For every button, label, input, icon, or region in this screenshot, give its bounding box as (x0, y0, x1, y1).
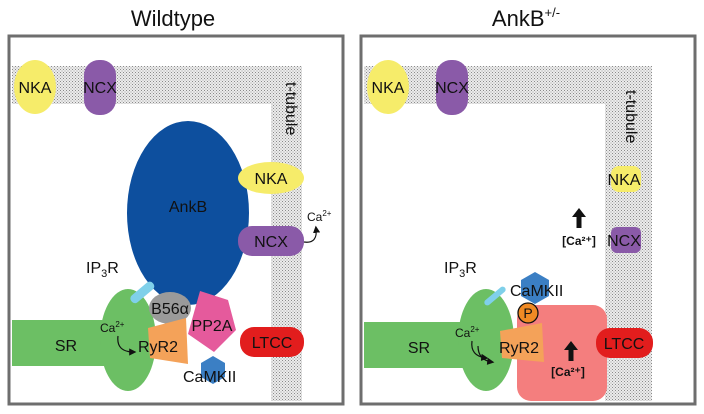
ncx-top (436, 60, 468, 115)
ankb-label: AnkB (169, 199, 207, 216)
nka-top (367, 60, 409, 114)
ryr2-channel (148, 318, 188, 364)
ryr2-label: RyR2 (138, 339, 178, 356)
ankb-protein (127, 121, 249, 305)
ip3r-channel (484, 286, 506, 306)
phosphorylation-marker (517, 302, 539, 324)
camkii-kinase (521, 272, 549, 304)
increase-arrow-dyad (564, 341, 578, 361)
increase-arrow-tubule (572, 208, 586, 228)
nka-side-label: NKA (255, 171, 288, 188)
nka-top-label: NKA (372, 80, 405, 97)
phosphorylation-label: P (523, 305, 532, 321)
panel-ankb-het: AnkB+/- t-tubule NKA NCX NKA NCX [Ca²⁺] … (359, 5, 697, 406)
panel-title-ankb-het: AnkB+/- (492, 5, 560, 31)
sr-terminal (458, 289, 514, 391)
nka-side (238, 162, 304, 194)
ca-release-arrow (471, 340, 489, 361)
ncx-top (84, 60, 116, 115)
ncx-side-label: NCX (607, 233, 641, 250)
t-tubule-horizontal (12, 66, 302, 104)
b56a-subunit (149, 292, 191, 324)
panel-wildtype: Wildtype t-tubule NKA NCX AnkB NKA NCX C… (7, 6, 345, 406)
ltcc-label: LTCC (604, 336, 645, 353)
sr-terminal (100, 289, 156, 391)
nka-side-label: NKA (608, 172, 641, 189)
ncx-side-label: NCX (254, 234, 288, 251)
ncx-side (611, 227, 641, 253)
ca-release-label: Ca2+ (100, 320, 125, 335)
ncx-top-label: NCX (435, 80, 469, 97)
ryr2-channel (500, 323, 544, 362)
camkii-label: CaMKII (510, 283, 563, 300)
ncx-top-label: NCX (83, 80, 117, 97)
nka-top-label: NKA (19, 80, 52, 97)
pp2a-phosphatase (188, 291, 236, 352)
ip3r-label: IP3R (86, 260, 119, 280)
ca-efflux-label: Ca2+ (307, 209, 332, 224)
ncx-side (238, 226, 304, 256)
ca-release-arrow (117, 335, 137, 356)
ca-dyad-label: [Ca²⁺] (551, 365, 585, 379)
ca-tubule-label: [Ca²⁺] (562, 234, 596, 248)
camkii-label: CaMKII (183, 369, 236, 386)
ip3r-label: IP3R (444, 260, 477, 280)
t-tubule-label: t-tubule (282, 82, 299, 135)
t-tubule-label: t-tubule (622, 90, 639, 143)
ca-release-label: Ca2+ (455, 325, 480, 340)
pp2a-label: PP2A (192, 318, 233, 335)
sr-label: SR (408, 340, 430, 357)
nka-side (611, 166, 641, 192)
b56a-label: B56α (151, 301, 189, 318)
ca-efflux-arrow (303, 225, 321, 243)
ltcc-channel (240, 327, 304, 357)
ca-release-arrow-2 (477, 345, 495, 365)
nka-top (14, 60, 56, 114)
ltcc-label: LTCC (252, 335, 293, 352)
ltcc-channel (596, 328, 653, 358)
ip3r-channel (130, 281, 155, 304)
ryr2-label: RyR2 (499, 340, 539, 357)
t-tubule-horizontal (364, 66, 652, 104)
camkii-kinase (201, 356, 225, 384)
sr-label: SR (55, 338, 77, 355)
panel-title-wildtype: Wildtype (131, 6, 215, 31)
